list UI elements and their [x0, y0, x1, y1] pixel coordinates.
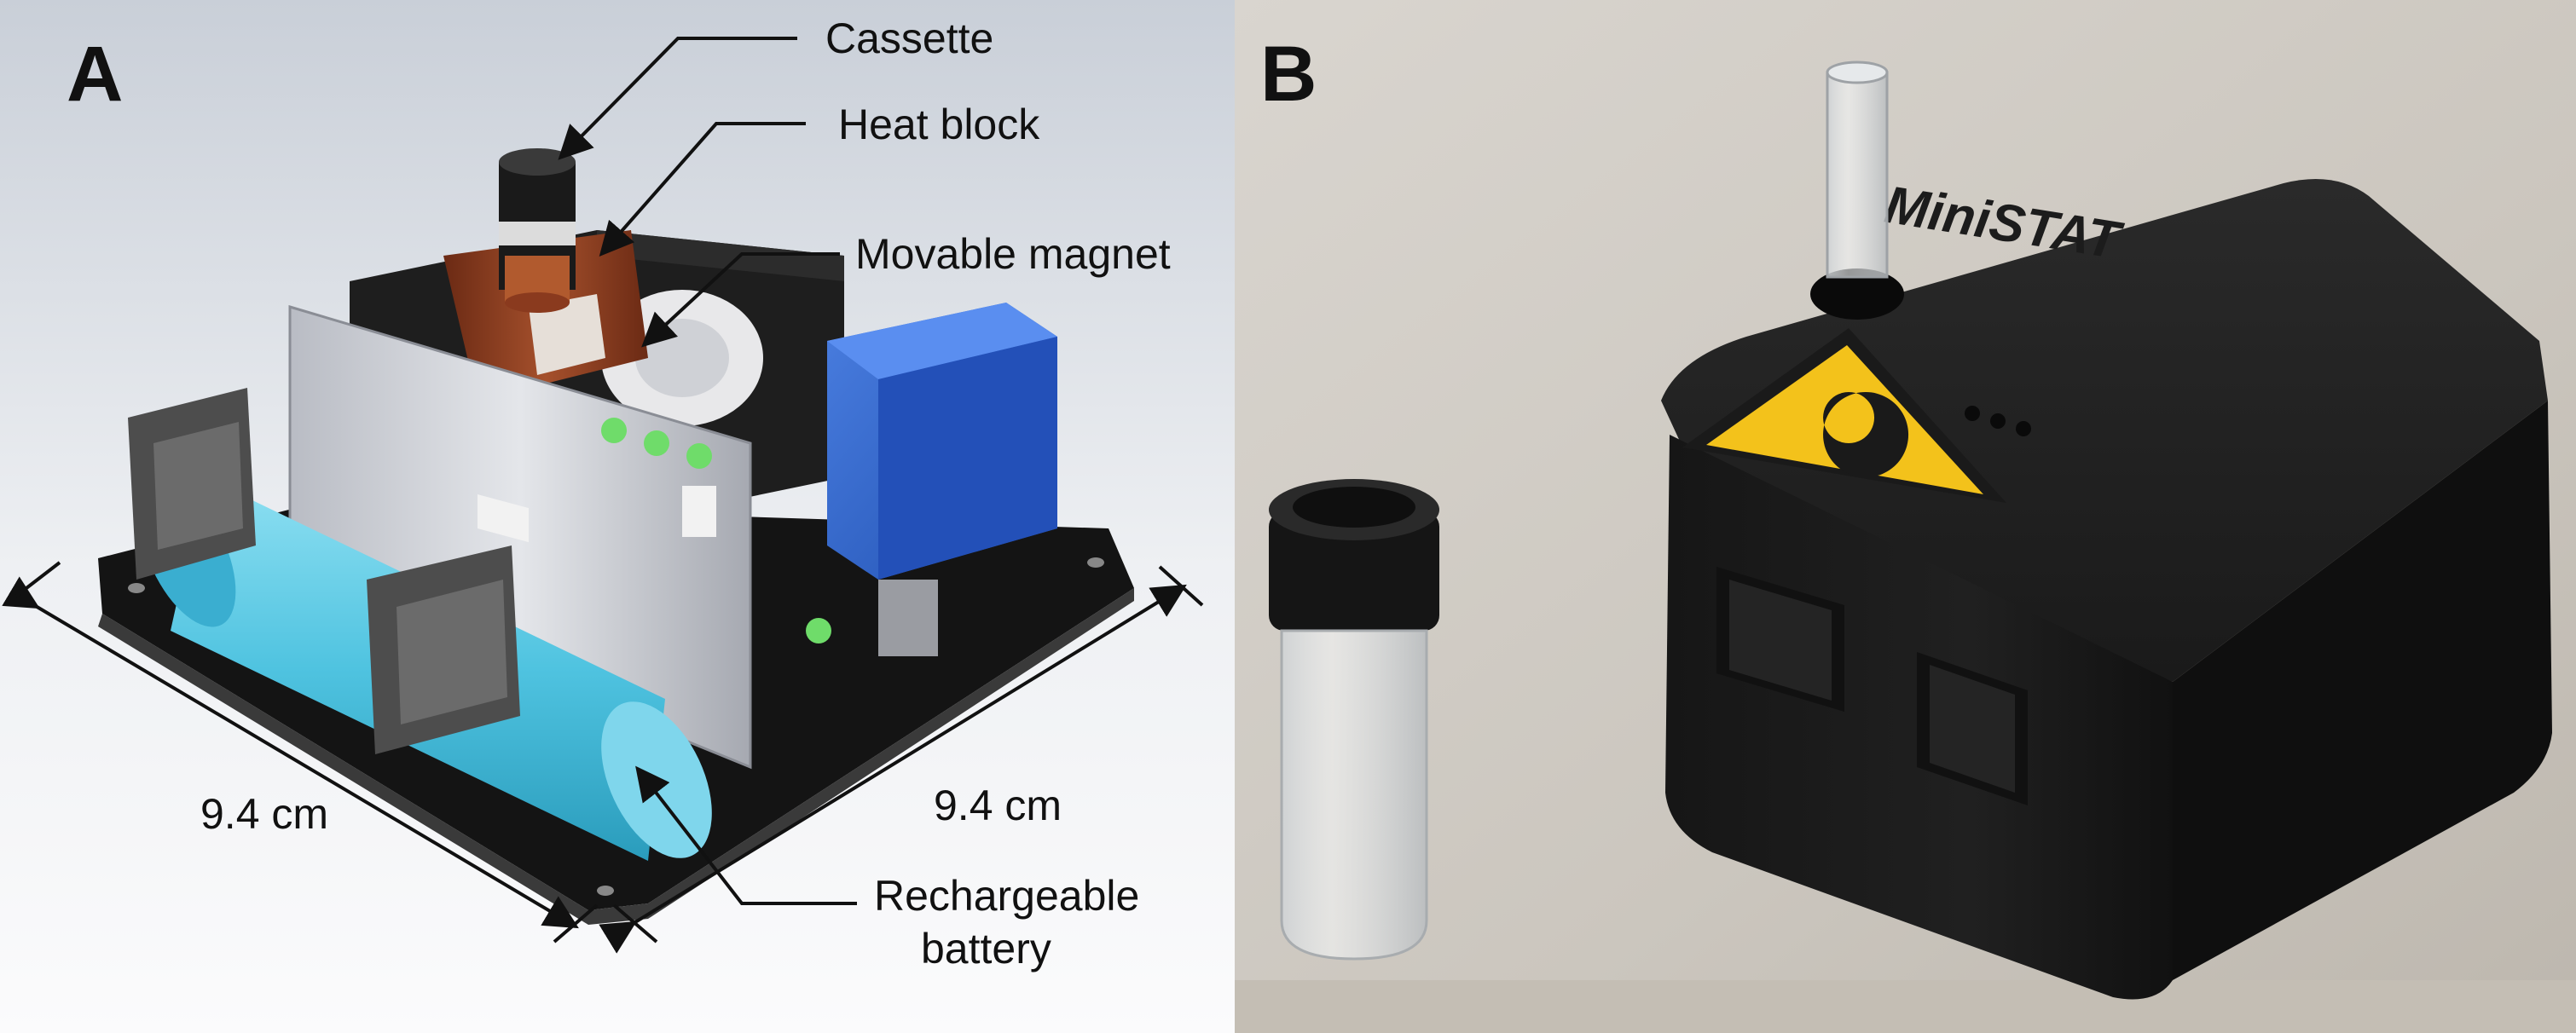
cad-render-illustration: A Cassette Heat block Movable magnet Rec…: [0, 0, 1236, 1033]
dimension-lines: [2, 561, 1204, 954]
label-battery-line2: battery: [921, 925, 1051, 972]
device-photo-illustration: MiniSTAT B: [1235, 0, 2576, 1033]
glass-vial: [1269, 479, 1439, 961]
magnet-warning-sticker: [1682, 328, 2006, 503]
panel-letter-b: B: [1260, 31, 1317, 118]
panel-b-photograph: MiniSTAT B: [1235, 0, 2576, 1033]
label-movable-magnet: Movable magnet: [855, 230, 1171, 278]
led-indicator: [644, 430, 669, 456]
label-cassette: Cassette: [825, 14, 993, 62]
rocker-switches: [1716, 567, 2028, 805]
label-battery-line1: Rechargeable: [874, 872, 1139, 920]
led-indicator: [601, 418, 627, 443]
label-heat-block: Heat block: [838, 101, 1040, 148]
cassette-port: [1810, 268, 1904, 320]
callout-leaders: [558, 37, 857, 905]
dimension-label-left: 9.4 cm: [200, 790, 328, 838]
led-indicator: [806, 618, 831, 643]
sample-tube: [1826, 61, 1889, 279]
heat-block: [443, 230, 648, 401]
panel-letter-a: A: [67, 31, 123, 118]
led-indicator: [686, 443, 712, 469]
dimension-label-right: 9.4 cm: [934, 782, 1062, 829]
cassette: [499, 148, 576, 313]
panel-a-cad-render: A Cassette Heat block Movable magnet Rec…: [0, 0, 1236, 1033]
